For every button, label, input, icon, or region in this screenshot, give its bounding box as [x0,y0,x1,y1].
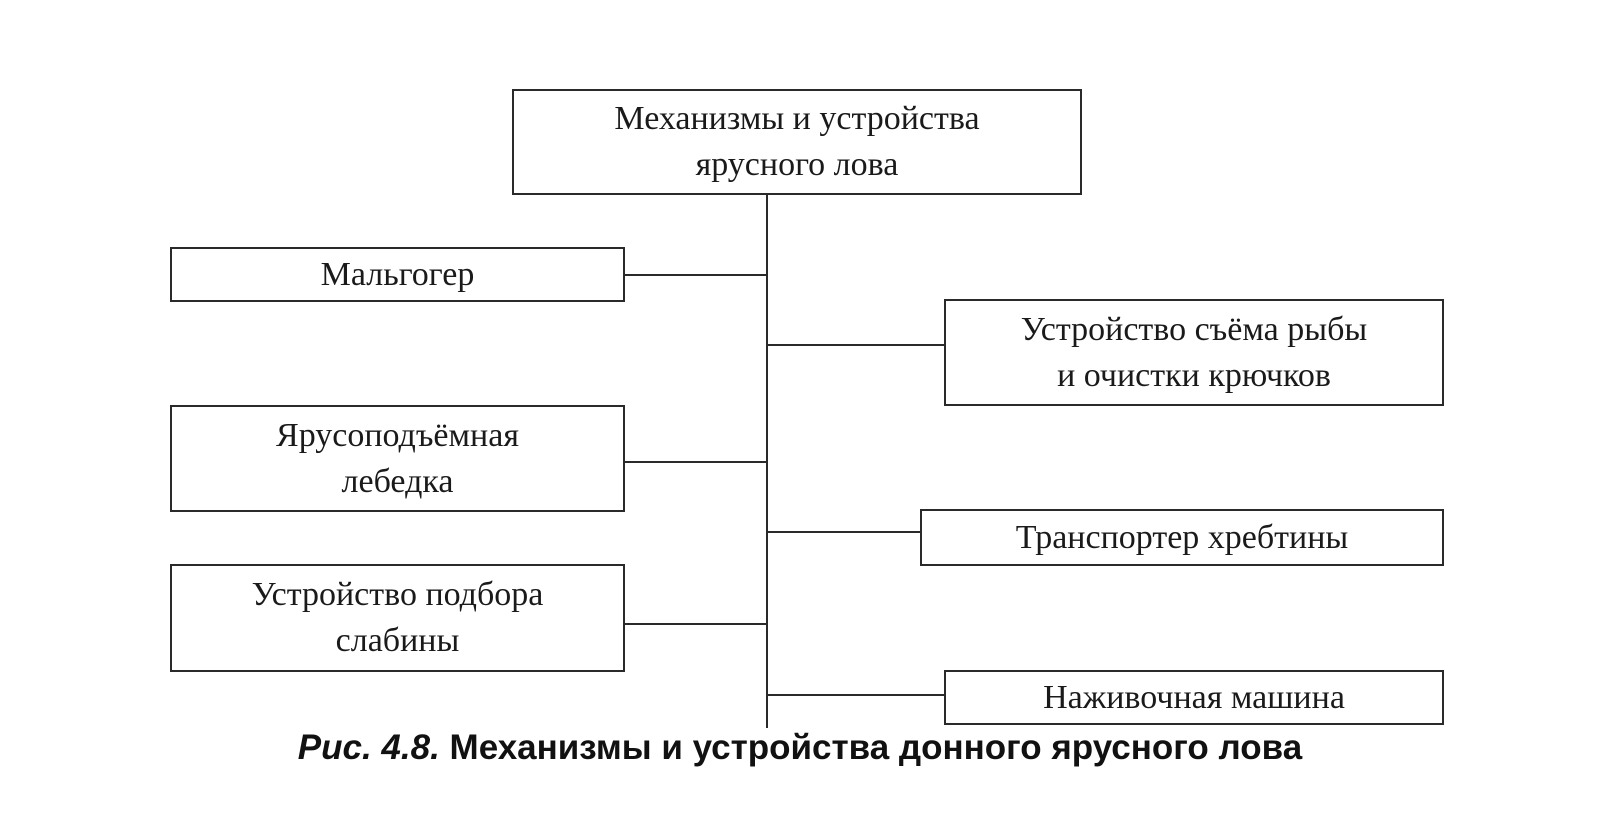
connector-mainline-conveyor [767,531,920,533]
figure-caption: Рис. 4.8. Механизмы и устройства донного… [0,726,1600,770]
figure-number: Рис. 4.8. [297,728,440,767]
trunk-connector [766,195,768,728]
left-node-malgoger: Мальгогер [170,247,625,302]
connector-baiting-machine [767,694,944,696]
figure-caption-text: Механизмы и устройства донного ярусного … [439,728,1303,767]
left-node-malgoger-label: Мальгогер [320,255,475,293]
right-node-mainline-conveyor-label: Транспортер хребтины [1015,518,1349,556]
connector-slack-device [625,623,767,625]
left-node-slack-device: Устройство подбора слабины [170,564,625,672]
right-node-baiting-machine: Наживочная машина [944,670,1444,725]
left-node-winch: Ярусоподъёмная лебедка [170,405,625,512]
left-node-slack-device-label: Устройство подбора слабины [251,576,544,659]
connector-winch [625,461,767,463]
right-node-fish-removal: Устройство съёма рыбы и очистки крючков [944,299,1444,406]
root-node: Механизмы и устройства ярусного лова [512,89,1082,195]
left-node-winch-label: Ярусоподъёмная лебедка [276,416,519,500]
connector-malgoger [625,274,767,276]
connector-fish-removal [767,344,944,346]
right-node-mainline-conveyor: Транспортер хребтины [920,509,1444,566]
root-node-label: Механизмы и устройства ярусного лова [614,100,980,183]
right-node-fish-removal-label: Устройство съёма рыбы и очистки крючков [1020,310,1368,394]
right-node-baiting-machine-label: Наживочная машина [1043,678,1345,716]
